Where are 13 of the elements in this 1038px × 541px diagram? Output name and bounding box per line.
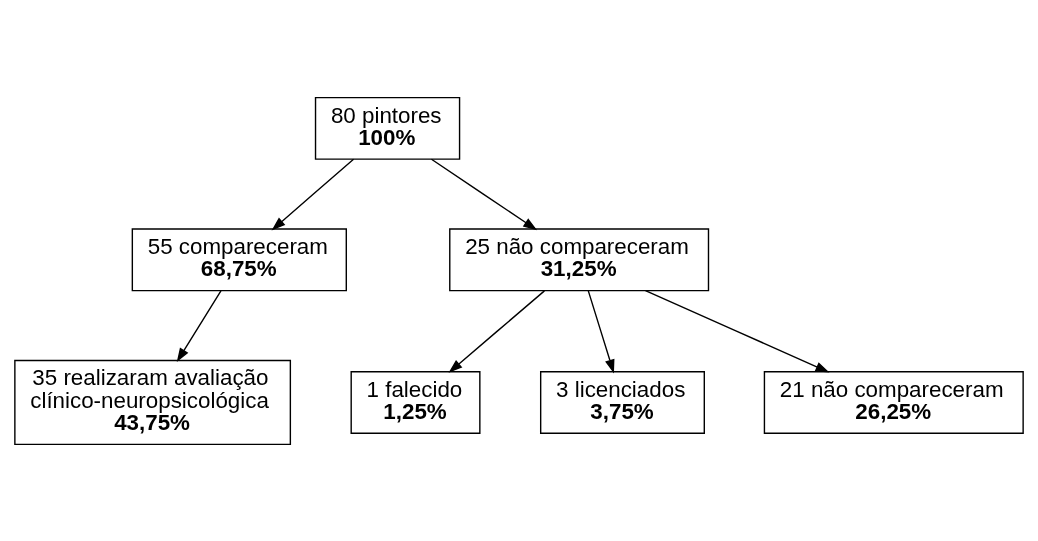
node-box: 21 não compareceram 26,25% <box>763 370 1024 434</box>
arrow <box>644 289 830 372</box>
node-box: 55 compareceram 68,75% <box>131 227 347 291</box>
node-box: 1 falecido 1,25% <box>350 370 481 434</box>
arrow <box>176 289 222 362</box>
node-box: 25 não compareceram 31,25% <box>449 227 710 291</box>
node-box: 35 realizaram avaliação clínico-neuropsicológica 43,75% <box>14 359 292 445</box>
node-box: 80 pintores 100% <box>314 96 461 160</box>
arrow <box>430 158 538 230</box>
arrow <box>271 158 355 230</box>
arrow <box>587 289 615 373</box>
arrow <box>448 289 546 373</box>
node-box: 3 licenciados 3,75% <box>539 370 705 434</box>
